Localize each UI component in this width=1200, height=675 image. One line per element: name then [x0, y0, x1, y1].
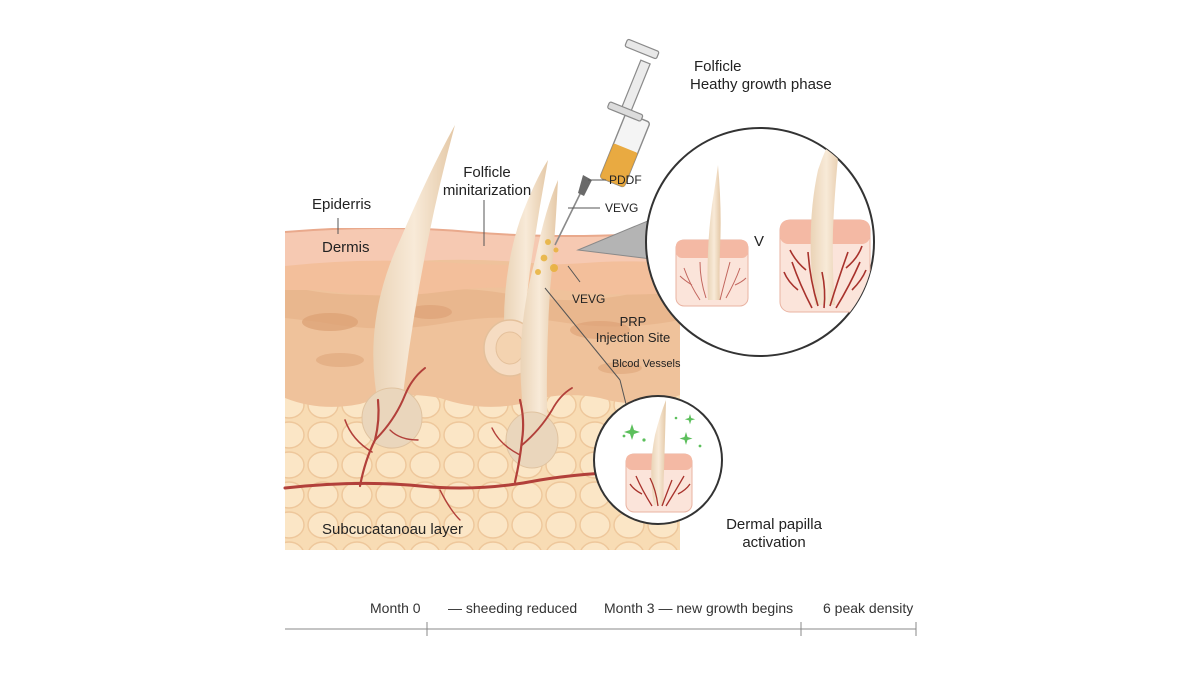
- miniaturization-label-line2: minitarization: [442, 182, 532, 199]
- subcutaneous-label: Subcucatanoau layer: [322, 521, 463, 538]
- syringe-needle: [554, 189, 583, 246]
- prp-droplets: [535, 239, 559, 275]
- dermal-papilla-label-line1: Dermal papilla: [726, 516, 822, 533]
- dermal-papilla-label-line2: activation: [742, 534, 806, 551]
- vevg-mid-label: VEVG: [572, 292, 606, 306]
- timeline-axis: [285, 622, 917, 636]
- dermis-label: Dermis: [322, 239, 370, 256]
- dermal-papilla-label: Dermal papilla activation: [722, 516, 826, 552]
- epidermis-label: Epiderris: [312, 196, 372, 213]
- epidermis-layer: [285, 228, 680, 268]
- healthy-follicle-inset: [645, 127, 875, 357]
- miniaturization-label: Folficle minitarization: [436, 164, 538, 200]
- syringe: [554, 38, 660, 246]
- healthy-phase-label-line2: Heathy growth phase: [690, 76, 832, 93]
- prp-injection-label-line2: Injection Site: [595, 329, 671, 345]
- comparison-symbol: V: [754, 233, 765, 250]
- blood-vessels-label: Blcod Vessels: [612, 358, 681, 370]
- timeline-month3: Month 3 — new growth begins: [604, 600, 794, 616]
- pddf-label: PDDF: [609, 173, 642, 187]
- timeline-peak: 6 peak density: [823, 600, 914, 616]
- timeline-shedding: — sheeding reduced: [448, 600, 578, 616]
- healthy-phase-label-line1: Folficle: [694, 58, 742, 75]
- dermal-papilla-inset: [593, 395, 723, 525]
- miniaturization-label-line1: Folficle: [463, 164, 511, 181]
- sparkle-icons: [622, 414, 702, 448]
- prp-injection-label: PRP Injection Site: [588, 314, 678, 345]
- healthy-phase-label: Folficle Heathy growth phase: [690, 58, 832, 94]
- timeline-month0: Month 0: [370, 600, 421, 616]
- vevg-top-label: VEVG: [605, 201, 639, 215]
- prp-injection-label-line1: PRP: [619, 314, 647, 329]
